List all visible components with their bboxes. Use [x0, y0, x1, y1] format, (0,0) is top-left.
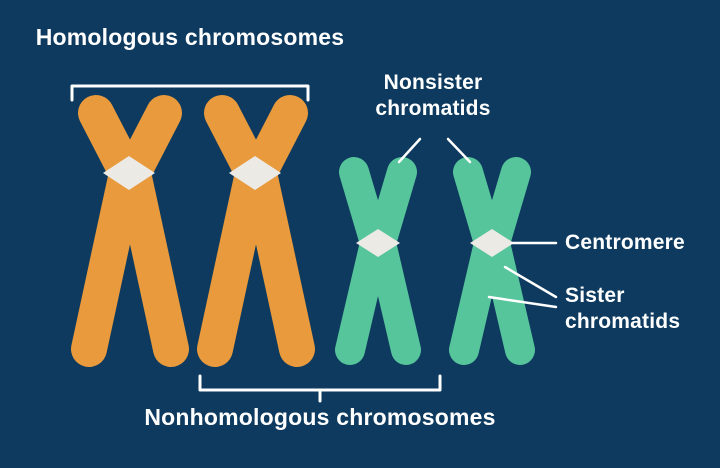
centromere-region [103, 156, 155, 190]
nonsister-pointer-left [397, 137, 422, 164]
sister-label-line2: chromatids [565, 310, 681, 333]
nonhomologous-chromosome-1 [335, 157, 421, 365]
chromatid-left [197, 95, 271, 367]
chromatid-right [366, 157, 421, 365]
chromatid-left [71, 95, 145, 367]
homologous-chromosomes-label: Homologous chromosomes [35, 24, 345, 50]
sister-chromatids-label: Sister chromatids [565, 283, 680, 335]
chromatid-right [115, 95, 189, 367]
homologous-bracket [70, 84, 310, 102]
nonhomologous-chromosomes-label: Nonhomologous chromosomes [144, 404, 496, 430]
chromatid-right [480, 157, 535, 365]
centromere-region [356, 229, 400, 257]
chromatid-right [241, 95, 315, 367]
sister-pointer-1 [503, 265, 558, 299]
nonhomologous-bracket [198, 374, 442, 392]
centromere-region [229, 156, 281, 190]
centromere-region [470, 229, 514, 257]
nonsister-pointer-right [446, 137, 472, 164]
nonsister-label-line2: chromatids [375, 97, 491, 120]
sister-label-line1: Sister [565, 284, 625, 307]
centromere-label: Centromere [565, 231, 685, 254]
nonsister-label-line1: Nonsister [383, 71, 483, 94]
sister-pointer-2 [487, 295, 558, 309]
homologous-chromosome-2 [197, 95, 315, 367]
homologous-chromosome-1 [71, 95, 189, 367]
nonhomologous-chromosome-2 [449, 157, 535, 365]
nonsister-chromatids-label: Nonsister chromatids [343, 70, 523, 122]
